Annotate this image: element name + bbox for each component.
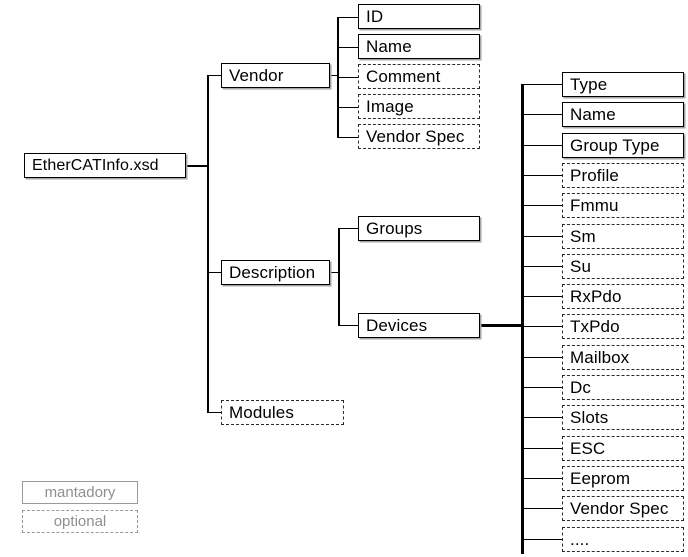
legend-mandatory: mantadory [22, 481, 138, 504]
connector-device-child-4 [523, 205, 562, 206]
node-vendor[interactable]: Vendor [221, 63, 330, 88]
node-device-type[interactable]: Type [562, 72, 684, 97]
node-root-ethercatinfo[interactable]: EtherCATInfo.xsd [24, 153, 186, 178]
connector-vendor-stub [207, 75, 221, 76]
node-device-dc[interactable]: Dc [562, 375, 684, 400]
connector-description-children-trunk [338, 228, 340, 326]
connector-device-child-14 [523, 508, 562, 509]
node-vendor-comment[interactable]: Comment [358, 64, 480, 89]
connector-device-child-12 [523, 448, 562, 449]
connector-device-child-11 [523, 417, 562, 418]
connector-device-child-7 [523, 296, 562, 297]
connector-main-trunk [207, 75, 209, 413]
node-description[interactable]: Description [221, 260, 330, 285]
connector-vendor-child-0 [337, 17, 358, 18]
node-device-su[interactable]: Su [562, 254, 684, 279]
node-device-profile[interactable]: Profile [562, 163, 684, 188]
node-device-name[interactable]: Name [562, 102, 684, 127]
node-device-[interactable]: .... [562, 527, 684, 552]
node-device-esc[interactable]: ESC [562, 436, 684, 461]
connector-description-out [330, 272, 339, 273]
connector-device-child-0 [523, 84, 562, 85]
connector-description-child-groups [338, 228, 359, 229]
connector-device-child-13 [523, 478, 562, 479]
connector-root-stub [186, 165, 208, 167]
node-groups[interactable]: Groups [358, 216, 480, 241]
connector-description-child-devices [338, 325, 359, 326]
connector-description-stub [207, 272, 222, 273]
node-vendor-image[interactable]: Image [358, 94, 480, 119]
legend-optional: optional [22, 510, 138, 533]
connector-vendor-out [330, 75, 338, 76]
node-vendor-id[interactable]: ID [358, 4, 480, 29]
connector-vendor-child-2 [337, 77, 358, 78]
node-device-slots[interactable]: Slots [562, 405, 684, 430]
node-device-group-type[interactable]: Group Type [562, 133, 684, 158]
connector-devices-children-trunk [521, 84, 524, 554]
connector-device-child-15 [523, 539, 562, 540]
node-device-txpdo[interactable]: TxPdo [562, 314, 684, 339]
node-device-vendor-spec[interactable]: Vendor Spec [562, 496, 684, 521]
node-device-fmmu[interactable]: Fmmu [562, 193, 684, 218]
node-vendor-vendor-spec[interactable]: Vendor Spec [358, 124, 480, 149]
connector-devices-out [480, 324, 524, 327]
connector-device-child-8 [523, 326, 562, 327]
node-device-sm[interactable]: Sm [562, 224, 684, 249]
connector-device-child-9 [523, 357, 562, 358]
node-vendor-name[interactable]: Name [358, 34, 480, 59]
connector-device-child-2 [523, 145, 562, 146]
connector-device-child-10 [523, 387, 562, 388]
node-modules[interactable]: Modules [221, 400, 344, 425]
connector-vendor-child-3 [337, 107, 358, 108]
connector-vendor-child-1 [337, 47, 358, 48]
connector-device-child-3 [523, 175, 562, 176]
connector-modules-stub [207, 412, 221, 413]
connector-device-child-1 [523, 114, 562, 115]
node-devices[interactable]: Devices [358, 313, 480, 338]
node-device-mailbox[interactable]: Mailbox [562, 345, 684, 370]
node-device-rxpdo[interactable]: RxPdo [562, 284, 684, 309]
connector-device-child-6 [523, 266, 562, 267]
connector-vendor-child-4 [337, 137, 358, 138]
connector-device-child-5 [523, 236, 562, 237]
node-device-eeprom[interactable]: Eeprom [562, 466, 684, 491]
